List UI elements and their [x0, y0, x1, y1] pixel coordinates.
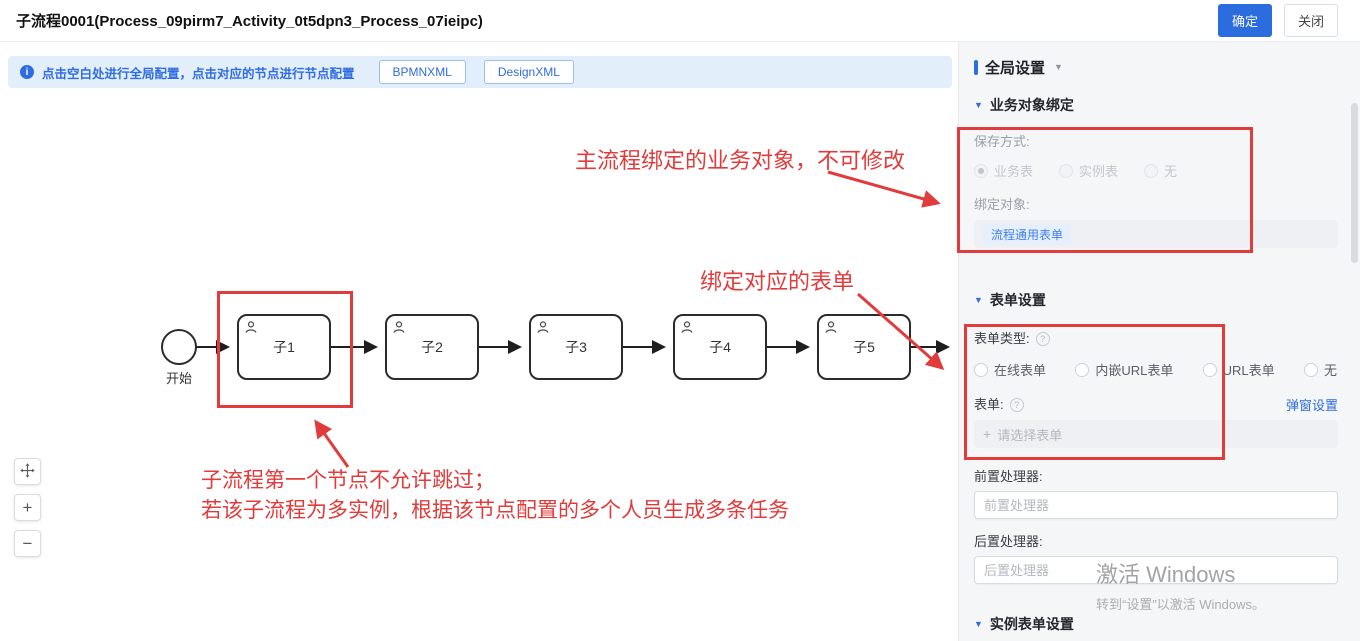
form-type-label: 表单类型: — [974, 331, 1030, 346]
popup-settings-link[interactable]: 弹窗设置 — [1285, 398, 1338, 413]
radio-label: 内嵌URL表单 — [1095, 363, 1174, 378]
minus-icon: − — [22, 534, 33, 553]
section-title: 业务对象绑定 — [989, 97, 1074, 113]
start-event-node[interactable] — [161, 329, 197, 365]
config-hint-text: 点击空白处进行全局配置，点击对应的节点进行节点配置 — [42, 66, 355, 81]
info-icon-glyph: i — [25, 66, 29, 78]
panel-title-text: 全局设置 — [985, 59, 1046, 77]
bind-object-label: 绑定对象: — [974, 197, 1030, 212]
scrollbar-thumb[interactable] — [1351, 103, 1358, 263]
task-node-sub2[interactable]: 子2 — [385, 314, 479, 380]
close-button[interactable]: 关闭 — [1283, 4, 1338, 37]
section-header-form-settings[interactable]: ▼ 表单设置 — [974, 290, 1337, 310]
section-header-instance-form[interactable]: ▼ 实例表单设置 — [974, 614, 1337, 634]
pre-processor-label: 前置处理器: — [974, 469, 1043, 484]
help-icon[interactable]: ? — [1035, 332, 1050, 346]
info-icon: i — [20, 65, 34, 79]
task-label: 子4 — [709, 339, 731, 355]
user-icon — [824, 320, 838, 334]
user-icon — [680, 320, 694, 334]
task-node-sub3[interactable]: 子3 — [529, 314, 623, 380]
process-canvas[interactable]: i 点击空白处进行全局配置，点击对应的节点进行节点配置 BPMNXML Desi… — [0, 42, 958, 641]
radio-circle — [1059, 163, 1074, 178]
user-icon — [536, 320, 550, 334]
radio-label: URL表单 — [1222, 363, 1275, 378]
task-label: 子3 — [565, 339, 587, 355]
radio-circle — [974, 163, 988, 178]
header-actions: 确定 关闭 — [1217, 4, 1338, 37]
post-processor-input[interactable] — [974, 556, 1338, 584]
zoom-in-button[interactable]: + — [14, 494, 41, 521]
radio-form-none[interactable]: 无 — [1303, 360, 1337, 379]
form-select-placeholder: 请选择表单 — [997, 427, 1063, 443]
designxml-button[interactable]: DesignXML — [483, 60, 574, 84]
page-title: 子流程0001(Process_09pirm7_Activity_0t5dpn3… — [16, 13, 483, 30]
task-label: 子5 — [853, 339, 875, 355]
plus-icon: + — [22, 498, 33, 517]
user-icon — [244, 320, 258, 334]
radio-label: 无 — [1164, 164, 1178, 179]
form-select-field[interactable]: + 请选择表单 — [974, 420, 1338, 448]
section-title: 表单设置 — [989, 292, 1046, 308]
radio-instance-table[interactable]: 实例表 — [1059, 161, 1118, 180]
task-label: 子2 — [421, 339, 443, 355]
radio-url-form[interactable]: URL表单 — [1202, 360, 1275, 379]
form-label-group: 表单: ? — [974, 396, 1024, 414]
save-mode-radio-group: 业务表 实例表 无 — [974, 161, 1337, 180]
bound-object-tag[interactable]: 流程通用表单 — [983, 223, 1072, 245]
radio-circle — [1303, 362, 1318, 377]
radio-label: 无 — [1323, 363, 1337, 378]
radio-save-none[interactable]: 无 — [1144, 161, 1177, 180]
form-type-label-row: 表单类型: ? — [974, 330, 1337, 348]
triangle-down-icon: ▼ — [974, 619, 983, 629]
zoom-out-button[interactable]: − — [14, 530, 41, 557]
form-type-radio-group: 在线表单 内嵌URL表单 URL表单 无 — [974, 360, 1337, 379]
user-icon — [392, 320, 406, 334]
plus-icon: + — [983, 426, 992, 442]
radio-circle — [974, 362, 988, 377]
section-title: 实例表单设置 — [989, 616, 1074, 632]
confirm-button[interactable]: 确定 — [1217, 4, 1272, 37]
start-event-label: 开始 — [165, 371, 192, 386]
triangle-down-icon: ▼ — [974, 295, 983, 305]
help-icon[interactable]: ? — [1009, 397, 1024, 412]
radio-embedded-url-form[interactable]: 内嵌URL表单 — [1075, 360, 1173, 379]
bind-object-field[interactable]: 流程通用表单 — [974, 220, 1338, 248]
move-icon — [20, 462, 35, 481]
radio-business-table[interactable]: 业务表 — [974, 161, 1033, 180]
radio-label: 实例表 — [1079, 164, 1119, 179]
form-label-row: 表单: ? 弹窗设置 — [974, 395, 1338, 414]
task-node-sub1[interactable]: 子1 — [237, 314, 331, 380]
radio-label: 在线表单 — [994, 363, 1047, 378]
canvas-tools: + − — [14, 458, 41, 557]
main-area: i 点击空白处进行全局配置，点击对应的节点进行节点配置 BPMNXML Desi… — [0, 42, 1360, 641]
global-settings-title[interactable]: 全局设置 ▼ — [974, 55, 1337, 79]
chevron-down-icon: ▼ — [1054, 62, 1063, 72]
radio-label: 业务表 — [994, 164, 1034, 179]
radio-circle — [1144, 163, 1159, 178]
settings-panel: 全局设置 ▼ ▼ 业务对象绑定 保存方式: 业务表 实例表 — [958, 42, 1360, 641]
bpmnxml-button[interactable]: BPMNXML — [378, 60, 466, 84]
radio-circle — [1075, 362, 1090, 377]
pre-processor-input[interactable] — [974, 491, 1338, 519]
save-mode-label: 保存方式: — [974, 134, 1030, 149]
header-bar: 子流程0001(Process_09pirm7_Activity_0t5dpn3… — [0, 0, 1360, 42]
post-processor-label: 后置处理器: — [974, 534, 1043, 549]
radio-dot — [978, 167, 984, 174]
pan-tool-button[interactable] — [14, 458, 41, 485]
info-banner: i 点击空白处进行全局配置，点击对应的节点进行节点配置 BPMNXML Desi… — [8, 56, 952, 88]
title-accent-bar — [974, 59, 978, 75]
task-label: 子1 — [273, 339, 295, 355]
task-node-sub4[interactable]: 子4 — [673, 314, 767, 380]
form-label: 表单: — [974, 396, 1004, 412]
task-node-sub5[interactable]: 子5 — [817, 314, 911, 380]
triangle-down-icon: ▼ — [974, 100, 983, 110]
radio-circle — [1202, 362, 1217, 377]
radio-online-form[interactable]: 在线表单 — [974, 360, 1046, 379]
section-header-business-object[interactable]: ▼ 业务对象绑定 — [974, 95, 1337, 115]
